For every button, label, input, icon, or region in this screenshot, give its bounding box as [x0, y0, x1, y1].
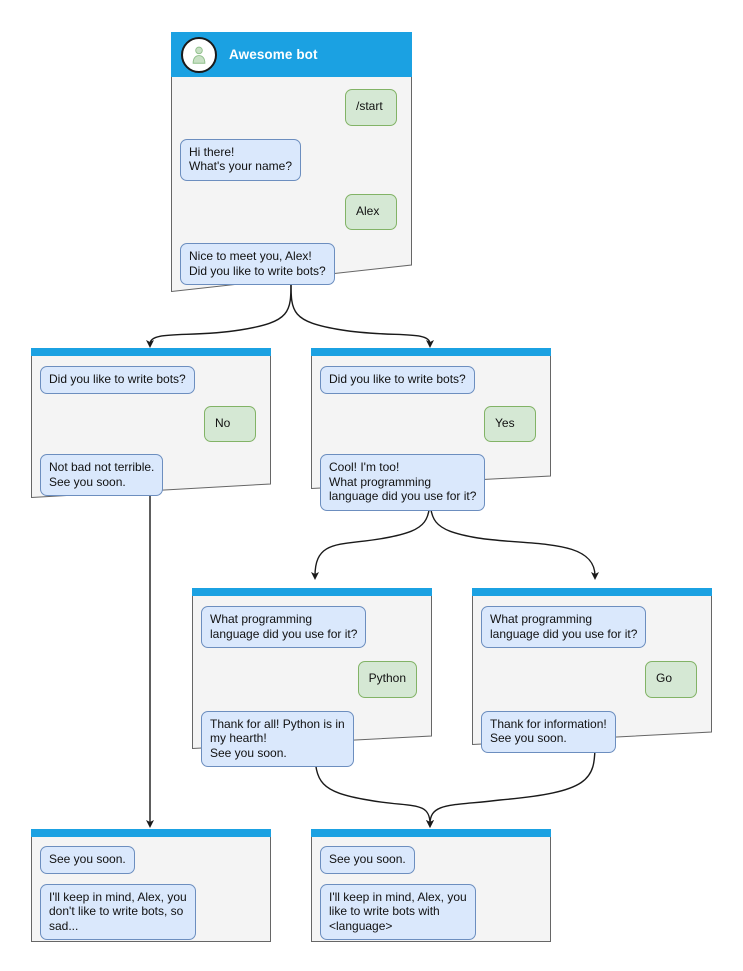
user-message[interactable]: Python: [357, 661, 417, 698]
message-row: Python: [201, 661, 423, 698]
bot-message[interactable]: Did you like to write bots?: [320, 366, 475, 394]
message-row: Yes: [320, 405, 542, 442]
card-end-happy-header: [311, 829, 551, 837]
card-go-branch-messages: What programming language did you use fo…: [472, 596, 712, 763]
message-row: Nice to meet you, Alex! Did you like to …: [180, 243, 403, 285]
bot-message[interactable]: Not bad not terrible. See you soon.: [40, 454, 164, 496]
message-row: Hi there! What's your name?: [180, 138, 403, 181]
bot-message[interactable]: I'll keep in mind, Alex, you like to wri…: [320, 883, 476, 940]
message-row: Did you like to write bots?: [320, 366, 542, 394]
bot-message[interactable]: I'll keep in mind, Alex, you don't like …: [40, 883, 196, 940]
card-go-branch[interactable]: What programming language did you use fo…: [472, 588, 712, 753]
message-row: I'll keep in mind, Alex, you like to wri…: [320, 883, 542, 940]
card-no-branch-header: [31, 348, 271, 356]
message-row: Cool! I'm too! What programming language…: [320, 454, 542, 511]
bot-message[interactable]: Hi there! What's your name?: [180, 138, 302, 181]
card-go-branch-header: [472, 588, 712, 596]
message-row: See you soon.: [40, 846, 262, 874]
user-message[interactable]: Alex: [345, 193, 397, 230]
bot-message[interactable]: Cool! I'm too! What programming language…: [320, 454, 486, 511]
avatar: [181, 36, 217, 73]
card-start-messages: /start Hi there! What's your name? Alex …: [171, 77, 412, 295]
person-icon: [192, 46, 206, 64]
card-no-branch-messages: Did you like to write bots? No Not bad n…: [31, 356, 271, 506]
message-row: See you soon.: [320, 846, 542, 874]
bot-message[interactable]: What programming language did you use fo…: [201, 606, 367, 648]
card-end-happy[interactable]: See you soon. I'll keep in mind, Alex, y…: [311, 829, 551, 942]
message-row: Thank for all! Python is in my hearth! S…: [201, 710, 423, 767]
card-start[interactable]: Awesome bot /start Hi there! What's your…: [171, 32, 412, 292]
message-row: No: [40, 405, 262, 442]
card-yes-branch-messages: Did you like to write bots? Yes Cool! I'…: [311, 356, 551, 521]
message-row: /start: [180, 89, 403, 126]
bot-message[interactable]: Thank for all! Python is in my hearth! S…: [201, 710, 354, 767]
user-message[interactable]: Go: [645, 661, 697, 698]
bot-message[interactable]: Did you like to write bots?: [40, 366, 195, 394]
bot-title: Awesome bot: [229, 47, 318, 62]
bot-message[interactable]: What programming language did you use fo…: [481, 606, 647, 648]
message-row: Go: [481, 661, 703, 698]
message-row: Did you like to write bots?: [40, 366, 262, 394]
message-row: Alex: [180, 193, 403, 230]
card-python-branch-header: [192, 588, 432, 596]
card-yes-branch[interactable]: Did you like to write bots? Yes Cool! I'…: [311, 348, 551, 511]
bot-message[interactable]: Thank for information! See you soon.: [481, 710, 616, 753]
card-end-happy-messages: See you soon. I'll keep in mind, Alex, y…: [311, 837, 551, 950]
bot-message[interactable]: See you soon.: [40, 846, 135, 874]
card-start-header: Awesome bot: [171, 32, 412, 77]
card-python-branch[interactable]: What programming language did you use fo…: [192, 588, 432, 767]
card-end-sad-header: [31, 829, 271, 837]
card-python-branch-messages: What programming language did you use fo…: [192, 596, 432, 777]
bot-message[interactable]: See you soon.: [320, 846, 415, 874]
user-message[interactable]: /start: [345, 89, 397, 126]
message-row: What programming language did you use fo…: [201, 606, 423, 648]
card-no-branch[interactable]: Did you like to write bots? No Not bad n…: [31, 348, 271, 498]
card-end-sad[interactable]: See you soon. I'll keep in mind, Alex, y…: [31, 829, 271, 942]
message-row: I'll keep in mind, Alex, you don't like …: [40, 883, 262, 940]
card-yes-branch-header: [311, 348, 551, 356]
card-end-sad-messages: See you soon. I'll keep in mind, Alex, y…: [31, 837, 271, 950]
message-row: Thank for information! See you soon.: [481, 710, 703, 753]
message-row: Not bad not terrible. See you soon.: [40, 454, 262, 496]
user-message[interactable]: No: [204, 405, 256, 442]
bot-message[interactable]: Nice to meet you, Alex! Did you like to …: [180, 243, 335, 285]
message-row: What programming language did you use fo…: [481, 606, 703, 648]
user-message[interactable]: Yes: [484, 405, 536, 442]
